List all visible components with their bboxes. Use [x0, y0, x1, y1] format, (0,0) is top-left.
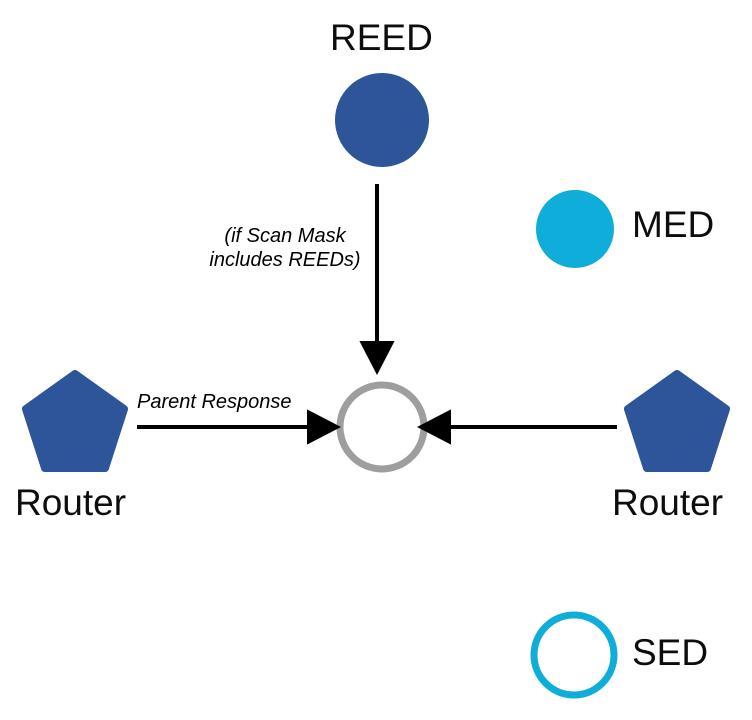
- edge-label-scan-mask-line2: includes REEDs): [209, 249, 361, 271]
- node-sed-shape: [530, 611, 618, 699]
- node-label-reed: REED: [330, 17, 433, 58]
- node-router-left-shape: [22, 370, 128, 472]
- node-med-shape: [536, 190, 614, 268]
- edge-label-scan-mask: (if Scan Mask includes REEDs): [199, 224, 371, 272]
- node-router-right-shape: [624, 370, 730, 472]
- node-label-router-right: Router: [612, 482, 724, 523]
- edge-label-scan-mask-line1: (if Scan Mask: [224, 225, 346, 247]
- node-label-sed: SED: [632, 632, 709, 673]
- edge-label-parent-response: Parent Response: [137, 391, 292, 413]
- node-label-router-left: Router: [15, 482, 127, 523]
- node-label-med: MED: [632, 204, 715, 245]
- node-device-shape: [336, 381, 428, 473]
- node-reed-shape: [335, 73, 429, 167]
